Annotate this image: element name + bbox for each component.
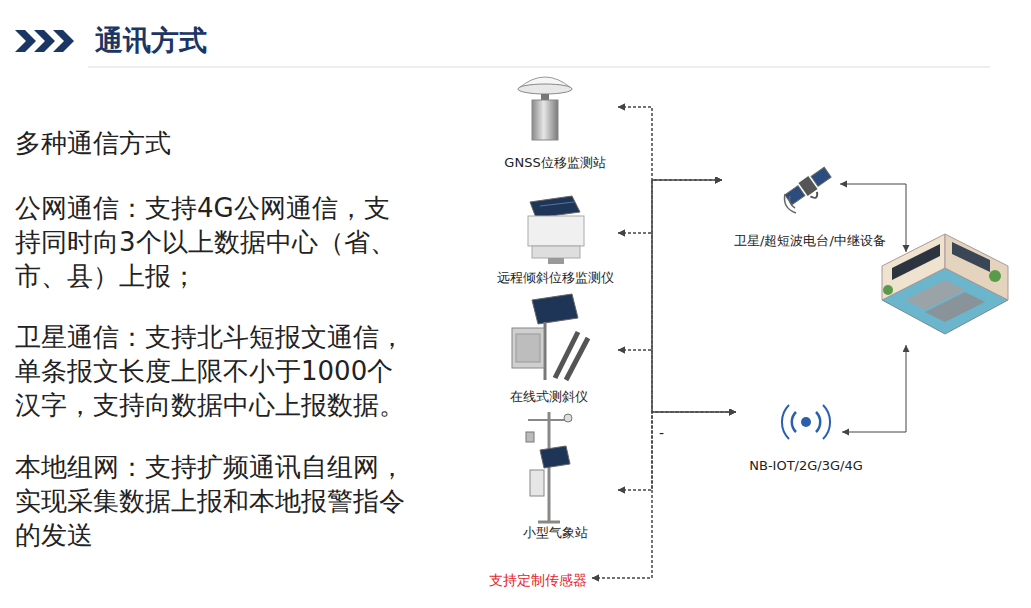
link-connector [618, 107, 722, 180]
node-caption: 在线式测斜仪 [510, 389, 588, 406]
node-caption: NB-IOT/2G/3G/4G [749, 458, 863, 475]
gnss-antenna-part [532, 100, 558, 140]
inclinometer-part [512, 328, 544, 368]
equipment-node: GNSS位移监测站 [492, 72, 618, 172]
control-room-part [892, 244, 940, 280]
title-chevrons [15, 30, 74, 52]
inclinometer-part [532, 294, 578, 324]
link-connector [592, 412, 736, 578]
page-title: 通讯方式 [95, 22, 207, 60]
inclinometer-part [555, 332, 578, 378]
equipment-node: 支持定制传感器 [484, 569, 592, 589]
weather-station-part [564, 414, 572, 422]
gnss-antenna-part [541, 94, 549, 100]
equipment-node: 小型气象站 [492, 408, 618, 542]
satellite-signal-part [790, 196, 795, 208]
link-connector [618, 233, 736, 412]
uplink-lines [840, 184, 906, 432]
tilt-monitor [528, 196, 584, 264]
uplink-lines-part [842, 345, 906, 432]
link-connector [618, 350, 736, 412]
control-room-part [952, 242, 990, 272]
link-connector [618, 180, 722, 490]
feature-text: 卫星通信：支持北斗短报文通信，单条报文长度上限不小于1000个汉字，支持向数据中… [15, 320, 409, 422]
node-caption: 小型气象站 [523, 525, 588, 542]
control-room-part [989, 270, 1001, 282]
wireless-icon-part [782, 405, 789, 439]
gnss-antenna [518, 77, 572, 140]
weather-station-part [530, 470, 544, 496]
weather-station-part [526, 432, 534, 442]
inclinometer-part [516, 334, 540, 362]
control-room-part [925, 292, 985, 322]
satellite-icon-part [785, 186, 805, 205]
tilt-monitor-part [532, 246, 580, 258]
satellite-signal [784, 194, 796, 213]
gnss-antenna-part [518, 84, 572, 94]
control-room [882, 234, 1008, 334]
title-chevrons-part [15, 30, 36, 52]
equipment-node: 卫星/超短波电台/中继设备 [722, 160, 898, 250]
stray-mark: - [659, 424, 673, 442]
node-caption: GNSS位移监测站 [504, 155, 605, 172]
wireless-icon [782, 405, 830, 439]
wireless-icon-part [792, 412, 796, 432]
title-chevrons-part [34, 30, 55, 52]
inclinometer [512, 294, 588, 380]
wireless-icon-part [801, 417, 811, 427]
tilt-monitor-part [548, 258, 564, 264]
link-connector [618, 180, 722, 233]
title-chevrons-part [53, 30, 74, 52]
inclinometer-part [566, 338, 588, 380]
satellite-signal-part [784, 194, 796, 213]
link-connector [618, 180, 722, 350]
feature-text: 本地组网：支持扩频通讯自组网，实现采集数据上报和本地报警指令的发送 [15, 450, 409, 552]
equipment-node: 远程倾斜位移监测仪 [492, 190, 618, 287]
satellite-icon [784, 166, 836, 212]
node-caption: 远程倾斜位移监测仪 [497, 270, 614, 287]
link-connector [618, 412, 736, 490]
weather-station [526, 412, 572, 522]
wireless-icon-part [816, 412, 820, 432]
weather-station-part [538, 521, 560, 524]
feature-text: 多种通信方式 [15, 126, 409, 160]
equipment-node: NB-IOT/2G/3G/4G [736, 395, 876, 475]
title-rule [88, 67, 990, 68]
node-caption: 支持定制传感器 [489, 571, 587, 589]
satellite-icon-part [810, 192, 819, 200]
tilt-monitor-part [528, 216, 584, 246]
satellite-icon-part [811, 167, 831, 186]
wireless-icon-part [823, 405, 830, 439]
control-room-part [883, 285, 893, 295]
weather-station-part [540, 446, 570, 468]
link-connector [618, 107, 736, 412]
equipment-node: 在线式测斜仪 [480, 290, 618, 406]
feature-text: 公网通信：支持4G公网通信，支持同时向3个以上数据中心（省、市、县）上报； [15, 191, 409, 293]
tilt-monitor-part [540, 202, 574, 206]
link-connector [592, 180, 722, 578]
tilt-monitor-part [530, 196, 580, 218]
node-caption: 卫星/超短波电台/中继设备 [734, 233, 886, 250]
